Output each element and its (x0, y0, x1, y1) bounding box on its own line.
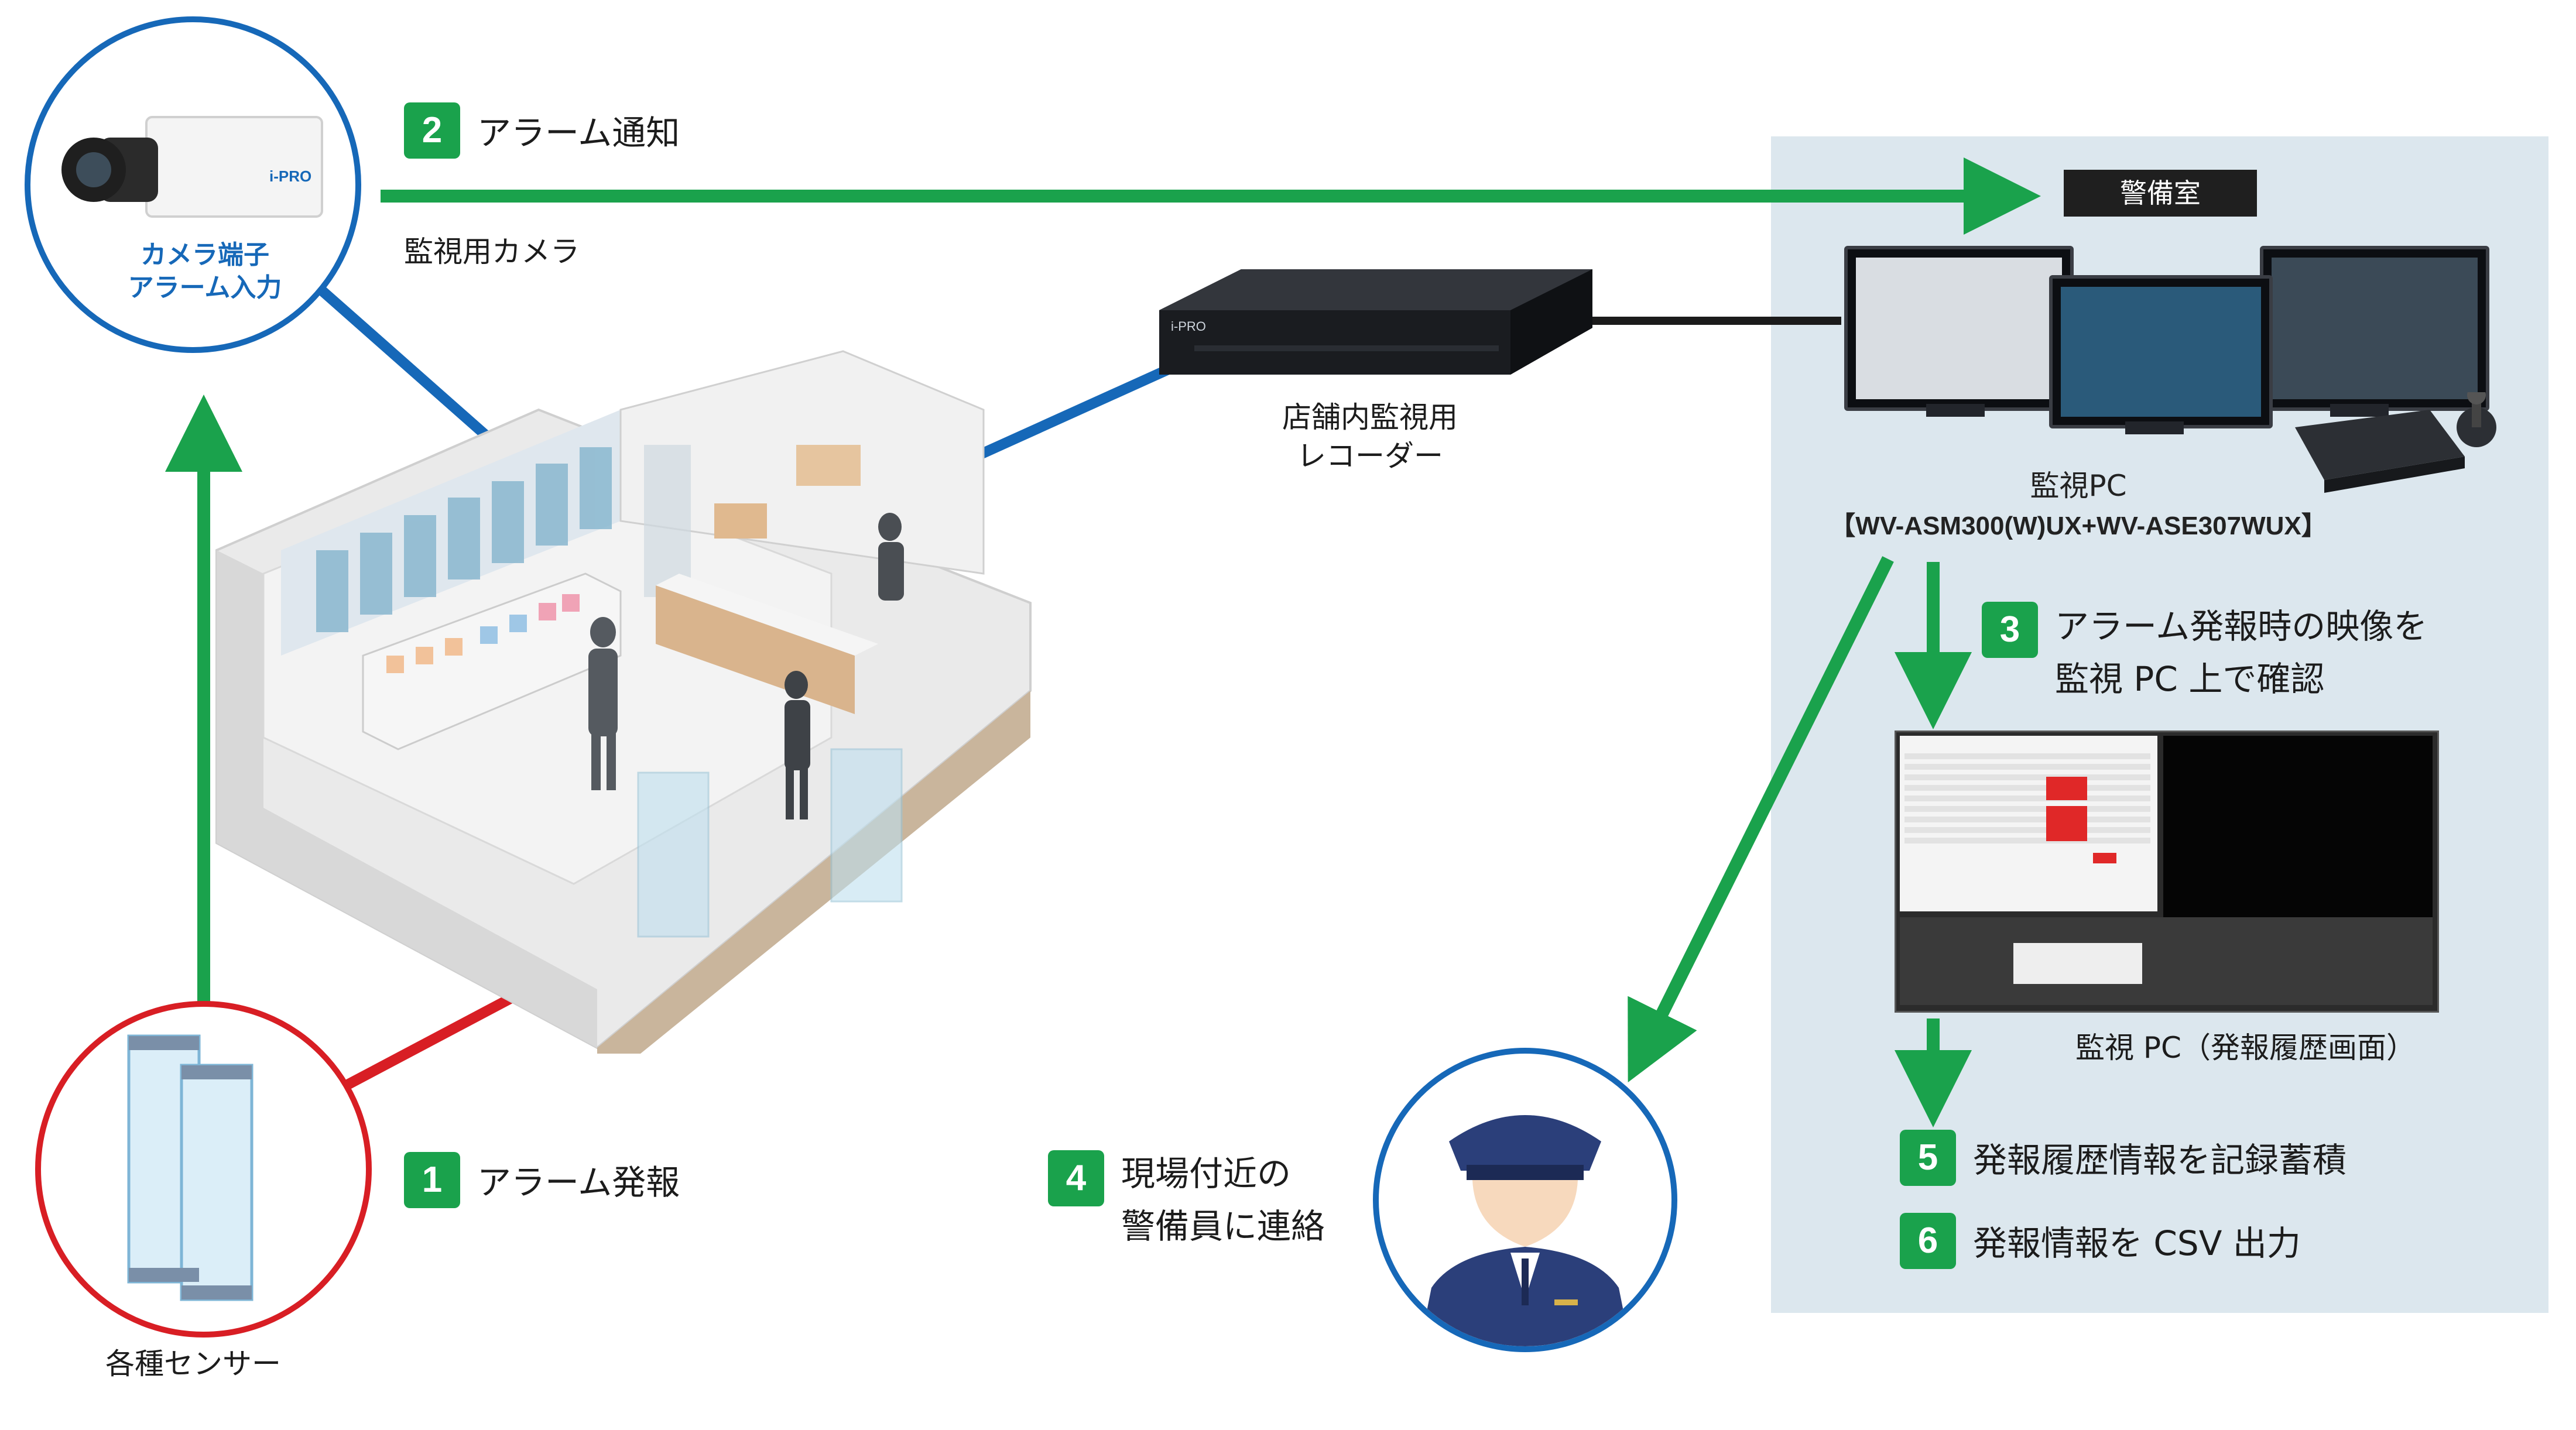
store-illustration (215, 350, 1032, 1054)
step-1-badge: 1 (404, 1152, 460, 1208)
arrow-pc-to-guard (1628, 556, 1894, 1083)
pc-screen-caption: 監視 PC（発報履歴画面） (2075, 1031, 2416, 1065)
step-4-badge: 4 (1048, 1150, 1104, 1206)
security-gate-sensor-icon (127, 1034, 254, 1301)
monitor-2 (2049, 275, 2273, 428)
recorder-brand: i-PRO (1171, 319, 1206, 334)
monitor-3 (2260, 246, 2489, 411)
step-2-text: アラーム通知 (477, 113, 680, 153)
security-guard-icon (1420, 1115, 1630, 1346)
monitoring-pc-label: 監視PC (2030, 469, 2127, 503)
camera-brand: i-PRO (269, 167, 311, 185)
camera-terminal-label: カメラ端子 アラーム入力 (128, 240, 282, 303)
step-5-text: 発報履歴情報を記録蓄積 (1973, 1140, 2347, 1180)
alarm-history-screen (1895, 731, 2439, 1013)
recorder-label: 店舗内監視用 レコーダー (1282, 400, 1458, 473)
security-room-label: 警備室 (2064, 170, 2257, 217)
step-5-badge: 5 (1900, 1130, 1956, 1186)
monitoring-pc-caption: 監視PC 【WV-ASM300(W)UX+WV-ASE307WUX】 (1780, 462, 2377, 542)
step-2-badge: 2 (404, 102, 460, 159)
sensors-label: 各種センサー (105, 1347, 281, 1381)
camera-label: 監視用カメラ (404, 235, 580, 269)
step-1-text: アラーム発報 (477, 1162, 680, 1202)
camera-icon: i-PRO (61, 116, 323, 218)
step-6-badge: 6 (1900, 1213, 1956, 1269)
recorder-icon: i-PRO (1159, 269, 1592, 375)
step-6-text: 発報情報を CSV 出力 (1973, 1223, 2301, 1263)
controller-keyboard-icon (2295, 392, 2496, 493)
step-3-text: アラーム発報時の映像を 監視 PC 上で確認 (2055, 606, 2428, 699)
step-4-text: 現場付近の 警備員に連絡 (1121, 1154, 1325, 1246)
monitor-1 (1844, 246, 2074, 411)
monitoring-pc-model: 【WV-ASM300(W)UX+WV-ASE307WUX】 (1830, 512, 2327, 540)
step-3-badge: 3 (1982, 602, 2038, 658)
guard-circle (1373, 1048, 1677, 1352)
